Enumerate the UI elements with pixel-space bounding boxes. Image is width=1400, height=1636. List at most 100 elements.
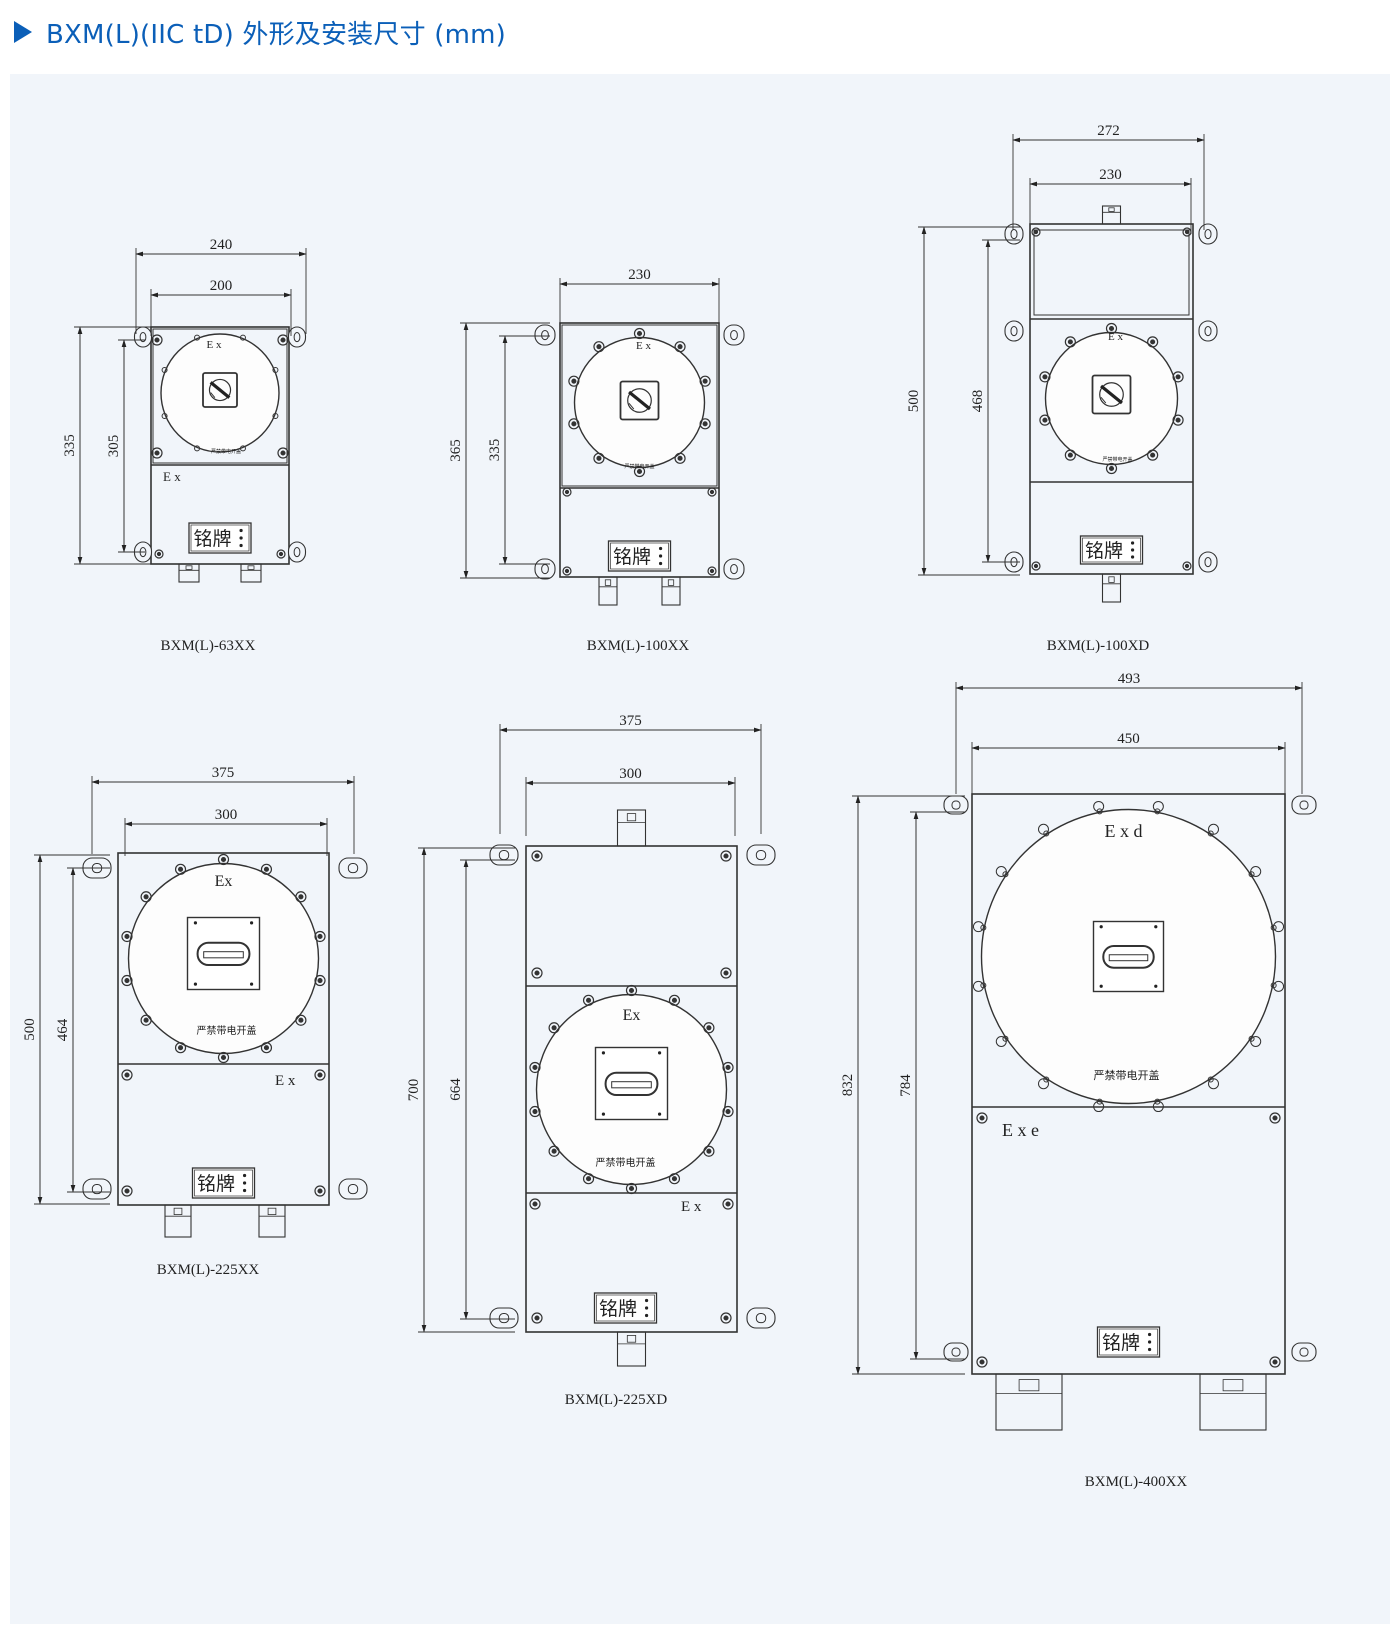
cable-gland-icon: [661, 576, 681, 606]
screw-head-icon: [1042, 417, 1048, 423]
nameplate-border: [190, 524, 250, 552]
screw-icon: [593, 452, 605, 464]
screw-head-icon: [177, 866, 184, 872]
switch-housing-icon: [594, 1046, 669, 1121]
rotary-knob-icon: [1099, 382, 1124, 407]
flange-bolt: [1250, 865, 1262, 877]
rotary-pointer: [1100, 384, 1123, 405]
mounting-slot-icon: [1010, 326, 1018, 337]
flange-bolt: [161, 412, 168, 419]
screw-head-icon: [571, 421, 577, 427]
mounting-lug-icon: [1198, 320, 1218, 342]
screw-head-icon: [585, 997, 592, 1003]
model-caption: BXM(L)-225XD: [565, 1392, 668, 1408]
nameplate-dot: [1130, 555, 1135, 559]
screw-head-icon: [596, 344, 602, 350]
mounting-slot-icon: [1299, 1347, 1309, 1357]
screw-head-icon: [725, 1201, 731, 1207]
flange-bolt: [972, 980, 984, 992]
nameplate-dot: [242, 1188, 247, 1193]
screw-head-icon: [1272, 1359, 1278, 1365]
screw-icon: [548, 1022, 560, 1034]
switch-screw: [601, 1112, 606, 1116]
mounting-slot-icon: [1204, 557, 1212, 568]
mounting-lug-icon: [1198, 551, 1218, 573]
rotary-switch-icon: [619, 380, 660, 421]
nameplate-dot: [644, 1298, 649, 1303]
rotary-knob-icon: [208, 378, 232, 402]
screw-icon: [633, 327, 646, 340]
screw-head-icon: [143, 1017, 149, 1023]
screw-head-icon: [725, 1064, 731, 1071]
screw-icon: [531, 967, 543, 979]
screw-icon: [1064, 336, 1076, 348]
screw-icon: [314, 974, 326, 987]
screw-head-icon: [177, 1045, 184, 1051]
cable-gland-icon: [164, 1204, 192, 1238]
switch-handle-icon: [604, 1071, 659, 1097]
flange-bolt: [1248, 871, 1255, 878]
screw-icon: [314, 930, 326, 943]
screw-icon: [703, 1022, 715, 1034]
switch-slot: [1108, 954, 1149, 962]
mounting-lug-icon: [943, 1342, 969, 1362]
screw-icon: [720, 1312, 732, 1324]
mounting-slot-icon: [1010, 229, 1018, 240]
screw-head-icon: [280, 450, 286, 456]
screw-icon: [699, 375, 711, 387]
cable-gland-icon: [178, 563, 200, 583]
nameplate-dot: [658, 561, 663, 566]
flange-bolt: [1037, 1078, 1049, 1090]
screw-icon: [582, 1173, 595, 1185]
rotary-switch-icon: [202, 372, 238, 408]
nameplate-label: 铭牌: [1085, 540, 1123, 562]
nameplate-dot: [242, 1181, 247, 1185]
mounting-lug-icon: [133, 326, 153, 348]
mounting-lug-icon: [1004, 320, 1024, 342]
nameplate-dot: [239, 536, 243, 540]
nameplate-dot: [658, 546, 663, 551]
flange-bolt: [1273, 921, 1285, 933]
switch-slot: [203, 951, 244, 959]
cable-gland-icon: [598, 576, 618, 606]
dimension-label: 832: [840, 1074, 856, 1097]
screw-icon: [1105, 322, 1118, 335]
mounting-slot-icon: [347, 863, 359, 874]
screw-head-icon: [551, 1148, 557, 1154]
model-caption: BXM(L)-100XX: [587, 638, 690, 654]
screw-icon: [1269, 1112, 1281, 1124]
screw-icon: [720, 850, 732, 862]
screw-head-icon: [702, 421, 708, 427]
screw-head-icon: [628, 1185, 635, 1192]
rotary-pointer: [209, 381, 231, 399]
switch-screw: [1154, 984, 1158, 988]
mounting-slot-icon: [755, 850, 767, 861]
cable-gland-icon: [995, 1373, 1063, 1431]
dimension-label: 200: [210, 278, 233, 294]
screw-icon: [699, 418, 711, 430]
dimension-label: 375: [619, 713, 642, 729]
screw-head-icon: [532, 1108, 538, 1115]
switch-screw: [249, 921, 254, 925]
screw-head-icon: [124, 1188, 130, 1194]
screw-icon: [1064, 449, 1076, 461]
screw-icon: [976, 1356, 988, 1368]
mounting-slot-icon: [541, 564, 549, 575]
nameplate-dot: [239, 543, 243, 548]
screw-head-icon: [220, 1054, 227, 1061]
screw-head-icon: [564, 568, 570, 574]
screw-icon: [174, 1042, 187, 1054]
rotary-mark: [1100, 397, 1107, 404]
ex-marking: Ex: [623, 1007, 641, 1024]
screw-head-icon: [725, 1108, 731, 1115]
model-caption: BXM(L)-100XD: [1047, 638, 1150, 654]
cable-gland-icon: [258, 1204, 286, 1238]
switch-screw: [601, 1051, 606, 1055]
mounting-lug-icon: [1198, 223, 1218, 245]
screw-head-icon: [1108, 325, 1115, 332]
mounting-lug-icon: [1291, 1342, 1317, 1362]
screw-icon: [217, 1051, 230, 1064]
flange-bolt: [1152, 800, 1164, 812]
screw-icon: [260, 863, 273, 875]
screw-icon: [674, 341, 686, 353]
